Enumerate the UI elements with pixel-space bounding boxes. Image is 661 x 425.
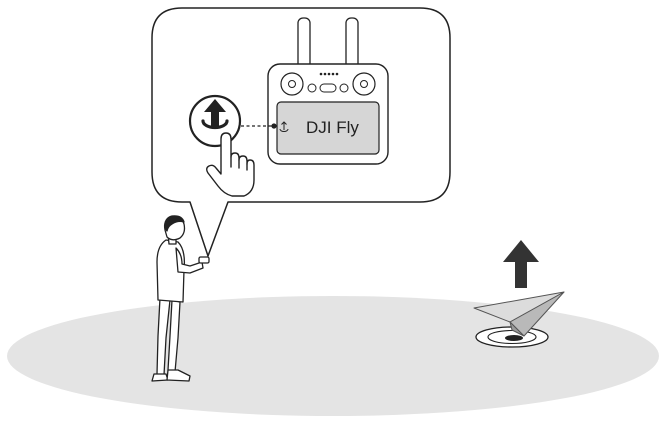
antenna-right [346, 18, 358, 70]
rth-button [340, 84, 348, 92]
takeoff-arrow-icon [190, 96, 240, 146]
flight-pause-button [308, 84, 316, 92]
mode-switch [320, 84, 336, 92]
leader-dot [271, 123, 276, 128]
ground-area [7, 296, 659, 416]
antenna-left [298, 18, 310, 70]
up-arrow-icon [503, 240, 539, 288]
screen-app-label: DJI Fly [306, 118, 359, 137]
